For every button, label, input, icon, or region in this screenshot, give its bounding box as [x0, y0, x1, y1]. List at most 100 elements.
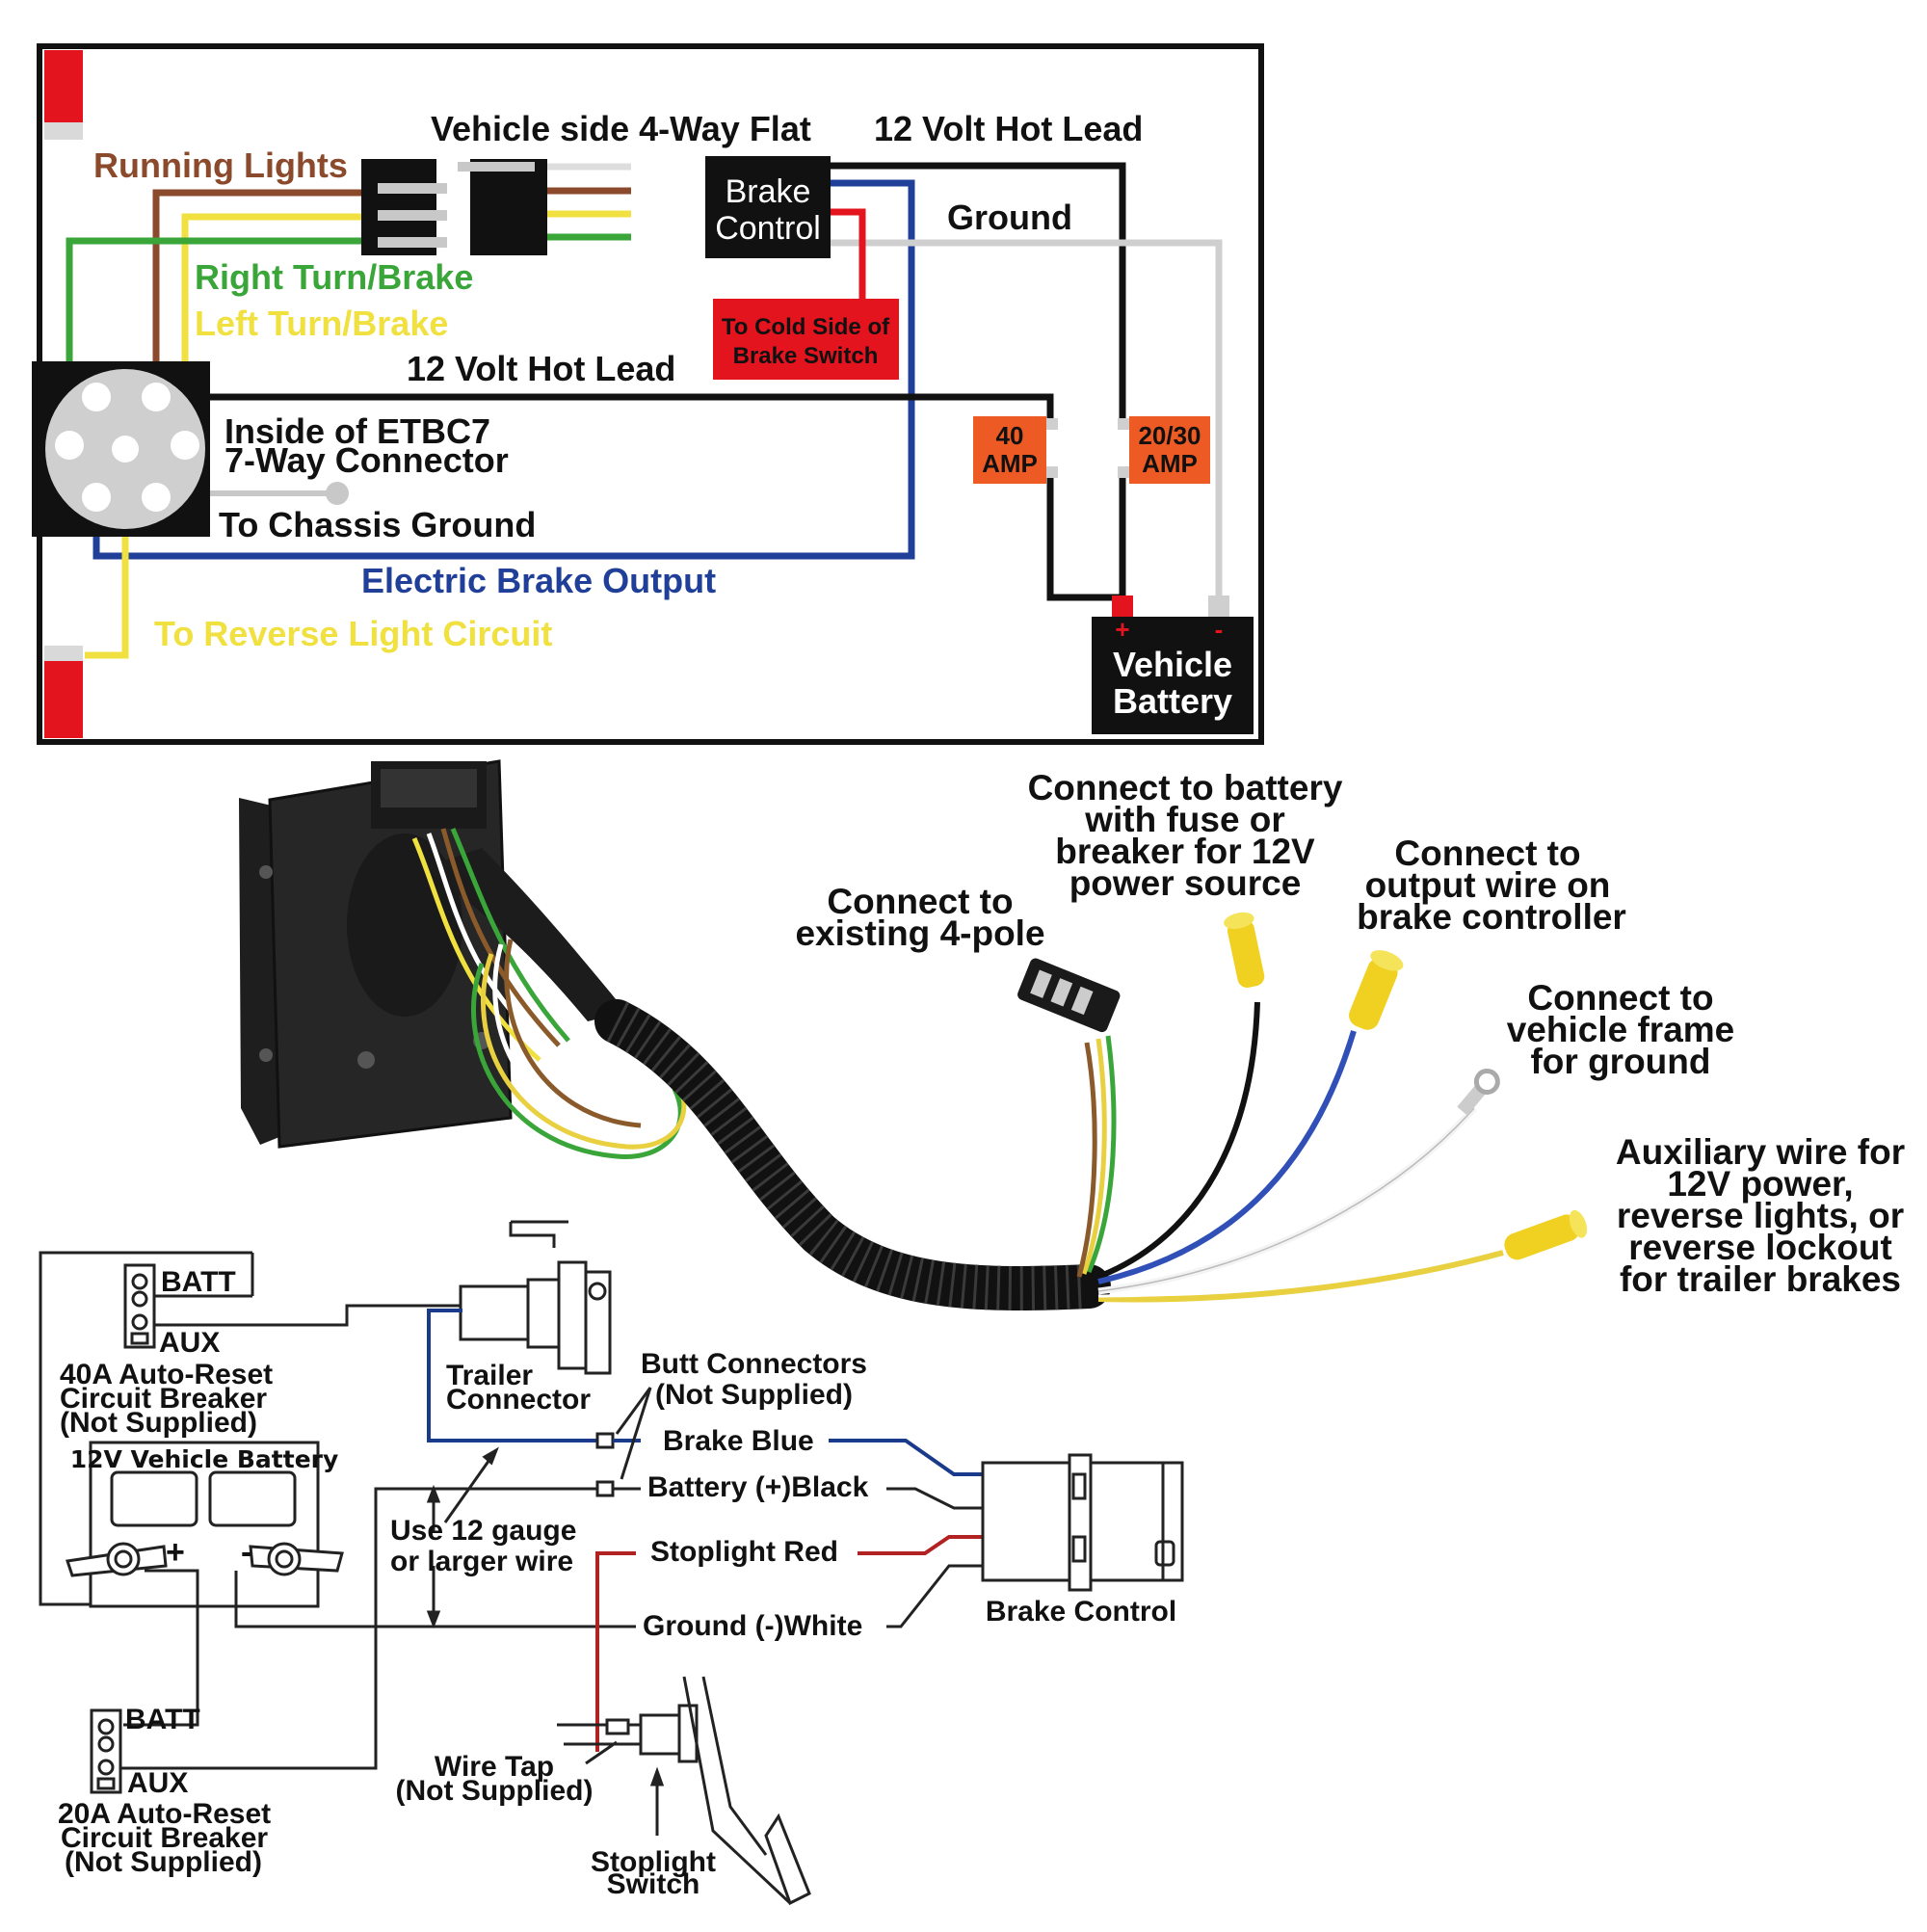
running-lights-label: Running Lights	[93, 146, 348, 185]
cold-side-box	[713, 299, 899, 380]
butt-connector-2	[595, 1480, 615, 1497]
battery-label-2: Battery	[1113, 681, 1232, 721]
aux-note-2: 12V power,	[1667, 1164, 1853, 1204]
aux-label-1: AUX	[159, 1327, 220, 1359]
fuse-2030-amp	[1129, 416, 1210, 484]
battery-ground-wire	[234, 1571, 636, 1628]
battery-12v-minus: -	[241, 1534, 251, 1571]
brake-control-unit-label: Brake Control	[986, 1596, 1176, 1628]
fuse-40-label-1: 40	[996, 421, 1024, 450]
brake-control-label-2: Control	[715, 210, 821, 247]
fuse-40-label-2: AMP	[982, 449, 1038, 478]
aux-note-3: reverse lights, or	[1617, 1196, 1904, 1235]
hot-lead-top-label: 12 Volt Hot Lead	[874, 109, 1143, 148]
fuse-2030-label-1: 20/30	[1138, 421, 1201, 450]
butt-connector-yellow	[1504, 1209, 1588, 1260]
breaker40-label-1: 40A Auto-Reset	[60, 1359, 273, 1390]
breaker20-battery-wire	[120, 1487, 597, 1770]
brake-control-label-1: Brake	[726, 173, 811, 210]
bottom-schematic-labels: BATT AUX 40A Auto-Reset Circuit Breaker …	[58, 1266, 1176, 1900]
trailer-blue-wire	[427, 1309, 597, 1442]
chassis-ground-label: To Chassis Ground	[219, 505, 536, 544]
butt-connector-black	[1224, 912, 1265, 988]
wire-tap-label-2: (Not Supplied)	[396, 1775, 594, 1807]
brake-control-hot-wire	[831, 162, 1126, 420]
split-loom-conduit	[594, 999, 1111, 1310]
battery-black-wire	[886, 1487, 983, 1510]
inside-label-1: Inside of ETBC7	[224, 411, 490, 451]
tail-light-top-lens	[44, 122, 83, 140]
controller-note-1: Connect to	[1394, 834, 1580, 873]
breaker20-label-1: 20A Auto-Reset	[58, 1798, 271, 1830]
vehicle-battery	[1092, 617, 1254, 734]
electric-brake-output-wire	[92, 179, 915, 560]
stoplight-red-label: Stoplight Red	[650, 1536, 838, 1568]
cold-side-label-1: To Cold Side of	[722, 314, 890, 340]
stoplight-switch	[639, 1713, 681, 1756]
four-pole-note-1: Connect to	[827, 882, 1013, 921]
battery-positive-post	[106, 1542, 141, 1576]
butt-connectors-label-1: Butt Connectors	[641, 1348, 867, 1380]
battery-12v-plus: +	[166, 1534, 185, 1571]
brake-blue-wire	[829, 1439, 983, 1476]
breaker40-label-2: Circuit Breaker	[60, 1383, 267, 1415]
battery-note-2: with fuse or	[1084, 800, 1285, 839]
tail-light-top	[44, 50, 83, 122]
plug-female	[470, 159, 547, 255]
batt-label-2: BATT	[125, 1704, 200, 1735]
ground-white-wire	[886, 1564, 983, 1628]
stoplight-switch-label-1: Stoplight	[591, 1846, 716, 1878]
seven-way-pins	[55, 383, 199, 512]
butt-connector-blue	[1349, 950, 1404, 1030]
brake-pedal-arm	[682, 1676, 792, 1905]
brake-control-box	[705, 156, 831, 258]
battery-label-1: Vehicle	[1113, 645, 1232, 684]
breaker20-label-2: Circuit Breaker	[61, 1822, 268, 1854]
hot-lead-mid-label: 12 Volt Hot Lead	[407, 349, 675, 388]
ground-label: Ground	[947, 198, 1072, 237]
battery-note-1: Connect to battery	[1028, 768, 1343, 807]
ground-white-label: Ground (-)White	[643, 1610, 862, 1642]
left-turn-label: Left Turn/Brake	[195, 304, 448, 343]
fuse-40-amp	[973, 416, 1046, 484]
bottom-schematic	[39, 1220, 1184, 1906]
trailer-connector-label-2: Connector	[446, 1384, 591, 1416]
connector-body	[347, 834, 462, 1017]
breaker20-label-3: (Not Supplied)	[65, 1846, 262, 1878]
controller-note-2: output wire on	[1365, 865, 1611, 905]
brake-control-unit	[981, 1461, 1071, 1582]
brake-blue-label: Brake Blue	[663, 1425, 814, 1457]
yellow-wire	[1097, 1250, 1504, 1303]
reverse-light-wire	[85, 508, 129, 659]
ring-terminal	[1457, 1069, 1500, 1116]
trailer-connector	[459, 1284, 530, 1341]
blue-wire	[1097, 1030, 1357, 1284]
aux-note-4: reverse lockout	[1628, 1228, 1892, 1267]
battery-black-label: Battery (+)Black	[647, 1471, 869, 1503]
chassis-ground-terminal	[326, 482, 349, 505]
reverse-label: To Reverse Light Circuit	[154, 614, 552, 653]
battery-plus-sign: +	[1115, 615, 1129, 644]
batt-label-1: BATT	[161, 1266, 236, 1298]
battery-note-4: power source	[1069, 863, 1302, 903]
controller-note-3: brake controller	[1357, 897, 1626, 937]
fuse-2030-label-2: AMP	[1142, 449, 1198, 478]
top-panel: Brake Control To Cold Side of Brake Swit…	[32, 43, 1264, 745]
right-turn-label: Right Turn/Brake	[195, 257, 473, 297]
frame-note-2: vehicle frame	[1507, 1010, 1735, 1049]
four-pole-note-2: existing 4-pole	[795, 913, 1044, 953]
vehicle-side-label: Vehicle side 4-Way Flat	[431, 109, 811, 148]
butt-connectors-label-2: (Not Supplied)	[655, 1379, 853, 1411]
connector-boot	[424, 848, 626, 1021]
cold-side-wire	[831, 208, 866, 301]
ground-wire	[831, 239, 1223, 595]
hot-lead-wire	[202, 393, 1054, 420]
tail-light-bottom	[44, 648, 83, 738]
battery-positive-terminal	[1112, 595, 1133, 617]
tail-light-bottom-lens	[44, 646, 83, 661]
brake-output-label: Electric Brake Output	[361, 561, 716, 600]
frame-note-1: Connect to	[1527, 978, 1713, 1018]
gauge-label-2: or larger wire	[390, 1546, 573, 1577]
